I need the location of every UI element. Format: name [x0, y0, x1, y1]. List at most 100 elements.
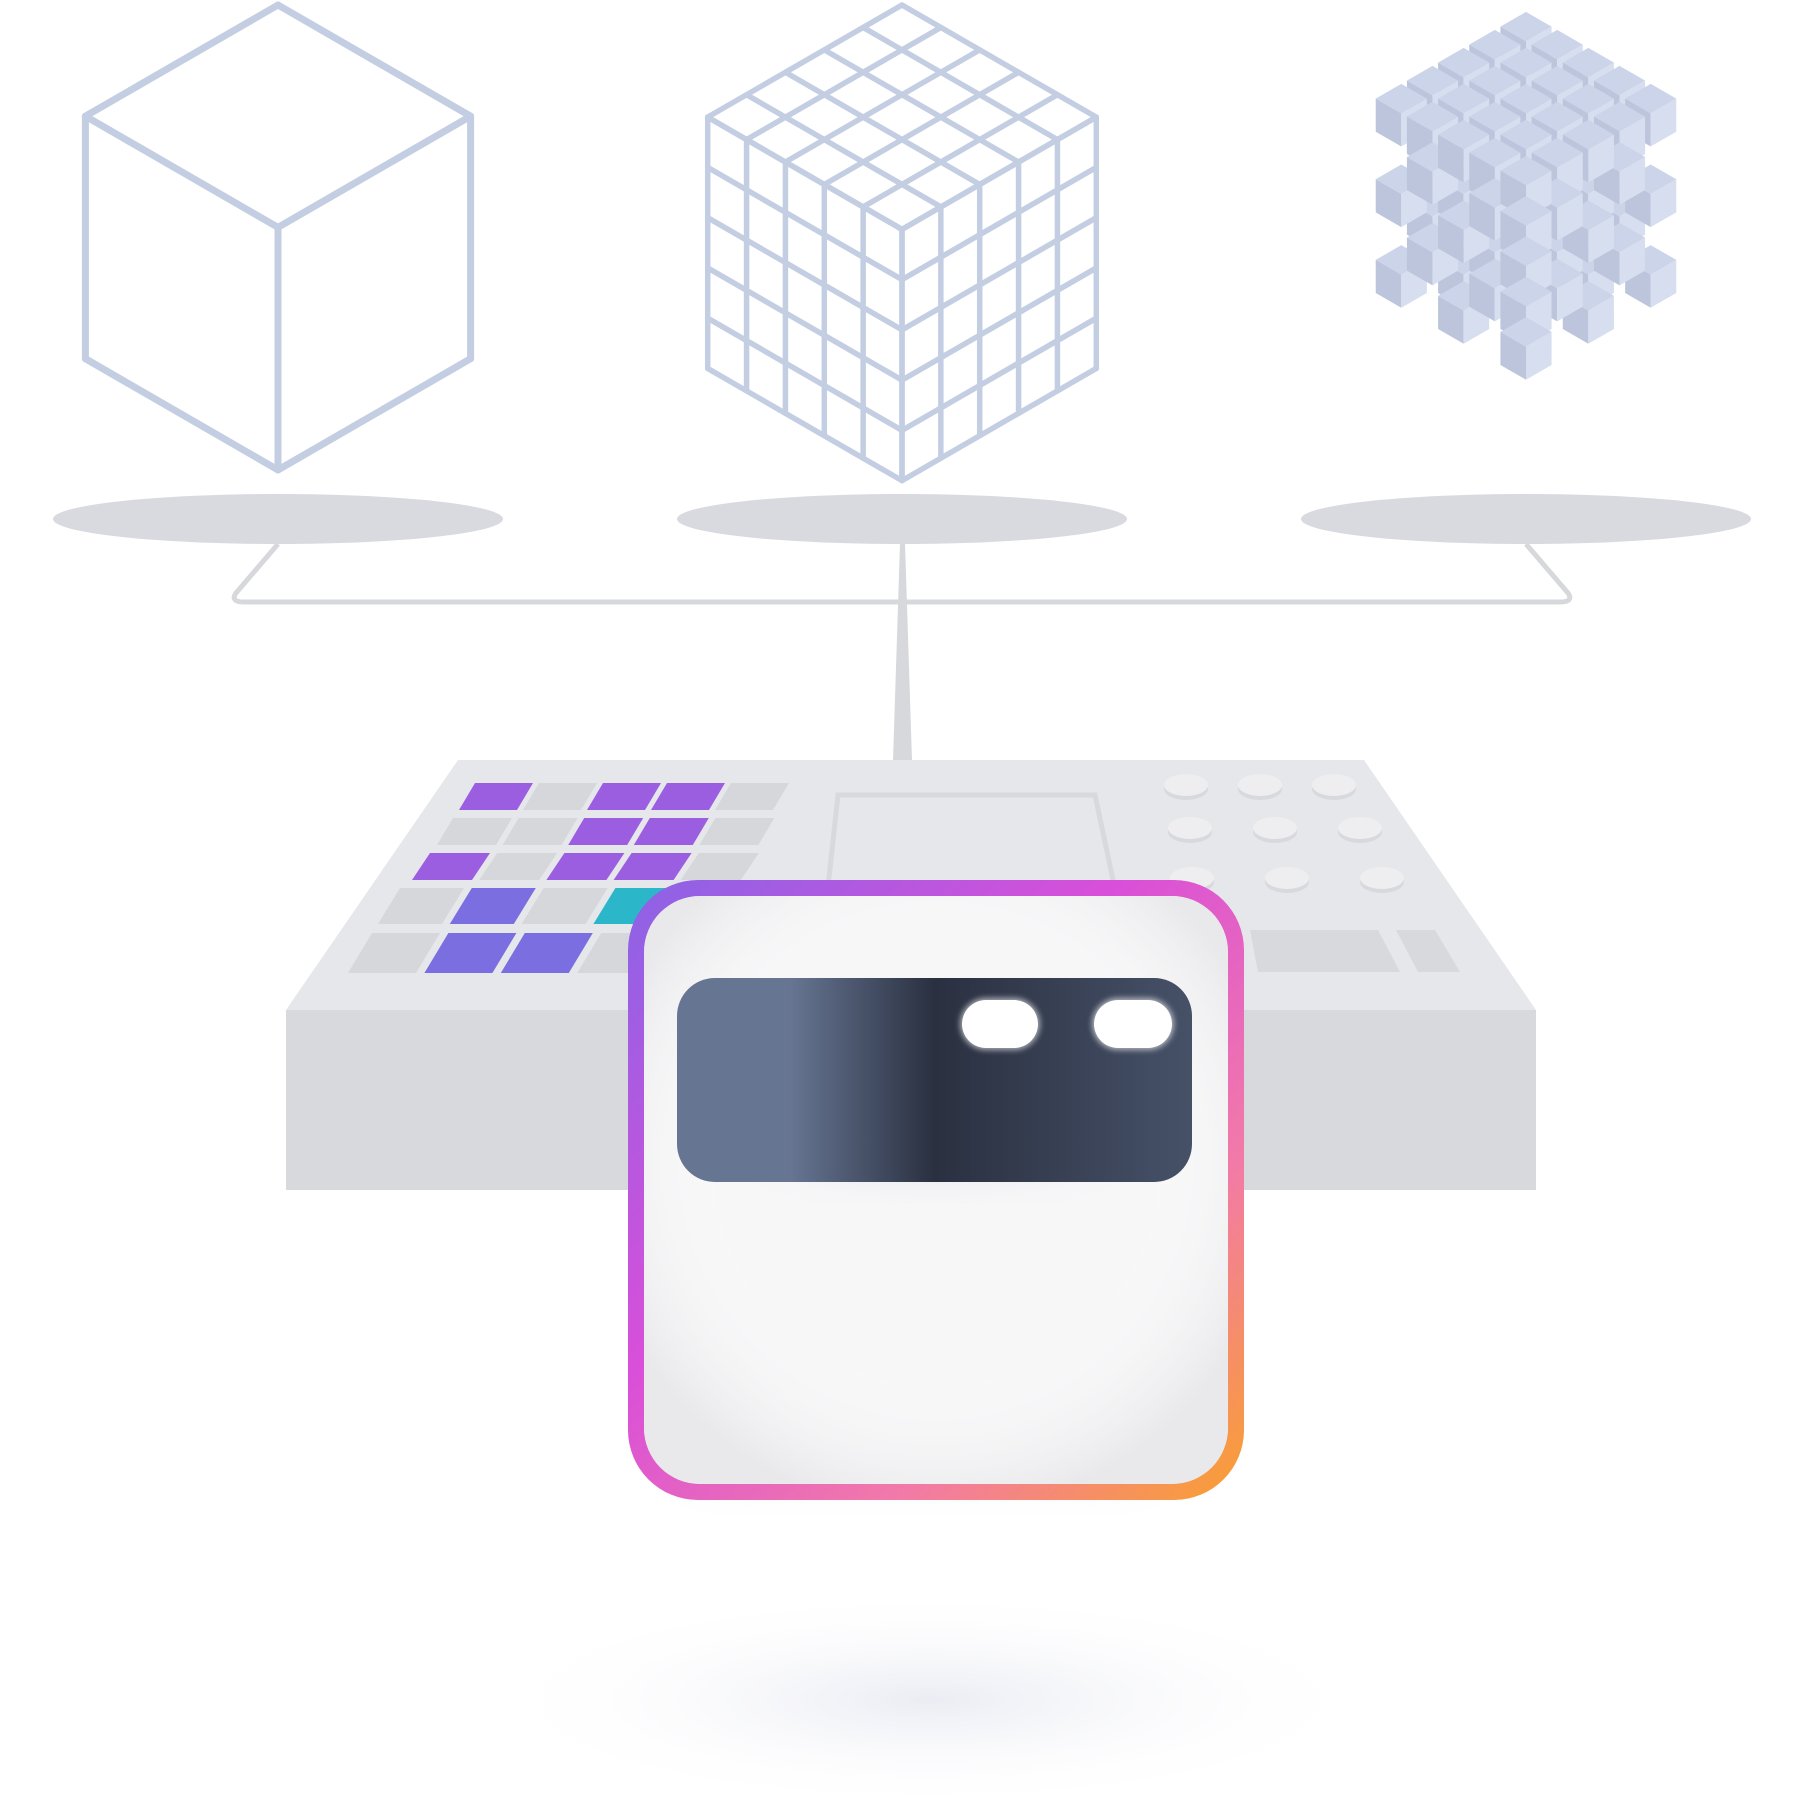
- knob: [1360, 867, 1404, 889]
- voxel-top: [1469, 65, 1521, 96]
- pad: [479, 853, 558, 880]
- knob: [1253, 817, 1297, 839]
- voxel-top: [1469, 258, 1521, 289]
- device-slot-small: [1396, 930, 1460, 972]
- grid-line: [782, 47, 983, 165]
- voxel-left: [1469, 273, 1495, 322]
- pad: [651, 783, 725, 810]
- voxel-top: [1500, 196, 1552, 226]
- pad: [424, 933, 517, 973]
- grid-line: [899, 265, 1100, 383]
- voxel-top: [1500, 317, 1552, 347]
- pad: [587, 783, 661, 810]
- pad: [715, 783, 789, 810]
- pad: [613, 853, 692, 880]
- cube-edge: [81, 1, 282, 120]
- voxel-top: [1438, 47, 1490, 78]
- voxel-top: [1500, 236, 1552, 267]
- pad: [680, 853, 759, 880]
- app-pill-left: [960, 998, 1040, 1050]
- voxel-top: [1500, 276, 1552, 307]
- knob-grid: [1164, 774, 1404, 893]
- voxel-left: [1500, 331, 1526, 380]
- voxel-top: [1375, 83, 1427, 114]
- grid-line: [704, 214, 905, 333]
- pad: [437, 818, 512, 845]
- grid-line: [860, 91, 1061, 210]
- voxel-top: [1469, 178, 1521, 208]
- voxel-right: [1588, 215, 1614, 264]
- pad: [523, 783, 597, 810]
- grid-line: [899, 114, 1100, 233]
- voxel-top: [1469, 29, 1521, 60]
- knob: [1338, 817, 1382, 839]
- voxel-top: [1531, 178, 1583, 208]
- voxel-top: [1500, 83, 1552, 114]
- voxel-top: [1438, 281, 1490, 311]
- voxel-top: [1500, 119, 1552, 150]
- voxel-top: [1562, 47, 1614, 78]
- knob: [1265, 867, 1309, 889]
- grid-line: [704, 164, 905, 283]
- knob: [1312, 774, 1356, 796]
- voxel-top: [1531, 65, 1583, 96]
- voxel-top: [1438, 119, 1490, 150]
- grid-cube-icon: [704, 2, 1100, 484]
- cube-shadow-2: [677, 494, 1127, 544]
- voxel-right: [1557, 273, 1583, 322]
- voxel-top: [1500, 155, 1552, 186]
- grid-line: [899, 2, 1100, 120]
- pad: [348, 933, 440, 973]
- grid-line: [704, 114, 905, 233]
- pad: [459, 783, 533, 810]
- knob: [1164, 774, 1208, 796]
- connector-stem: [893, 544, 912, 760]
- grid-line: [704, 365, 905, 484]
- cube-shadows: [53, 494, 1751, 544]
- cube-shadow-1: [53, 494, 503, 544]
- pad: [449, 888, 536, 924]
- grid-line: [899, 315, 1100, 434]
- voxel-top: [1562, 281, 1614, 311]
- voxel-top: [1469, 101, 1521, 132]
- pad: [378, 888, 464, 924]
- voxel-top: [1625, 83, 1677, 114]
- grid-line: [821, 69, 1022, 188]
- device-slot-wide: [1250, 930, 1400, 972]
- voxel-left: [1438, 295, 1464, 344]
- voxel-top: [1593, 65, 1646, 96]
- voxel-top: [1500, 11, 1552, 42]
- pad: [546, 853, 625, 880]
- voxel-right: [1526, 331, 1552, 380]
- voxel-left: [1375, 179, 1402, 228]
- app-window-icon: [628, 880, 1244, 1500]
- voxel-top: [1531, 137, 1583, 168]
- voxel-left: [1406, 237, 1433, 286]
- voxel-left: [1406, 156, 1433, 205]
- voxel-left: [1375, 98, 1402, 147]
- pad: [699, 818, 775, 845]
- knob: [1238, 774, 1282, 796]
- voxel-left: [1438, 215, 1464, 264]
- voxel-top: [1562, 200, 1614, 231]
- knob: [1168, 817, 1212, 839]
- voxel-right: [1650, 179, 1677, 228]
- pad: [568, 818, 644, 845]
- connector-lines: [231, 542, 1573, 760]
- voxel-left: [1469, 192, 1495, 241]
- voxel-top: [1500, 47, 1552, 78]
- voxel-left: [1375, 259, 1402, 308]
- voxel-top: [1531, 258, 1583, 289]
- grid-line: [899, 164, 1100, 283]
- pad: [412, 853, 490, 880]
- grid-line: [704, 2, 905, 120]
- cube-edge: [81, 112, 282, 231]
- pad: [521, 888, 608, 924]
- voxel-top: [1469, 137, 1521, 168]
- voxel-top: [1406, 65, 1459, 96]
- voxel-top: [1531, 29, 1583, 60]
- grid-line: [743, 24, 944, 143]
- cube-edge: [274, 355, 475, 474]
- voxel-right: [1650, 259, 1677, 308]
- voxel-right: [1619, 237, 1646, 286]
